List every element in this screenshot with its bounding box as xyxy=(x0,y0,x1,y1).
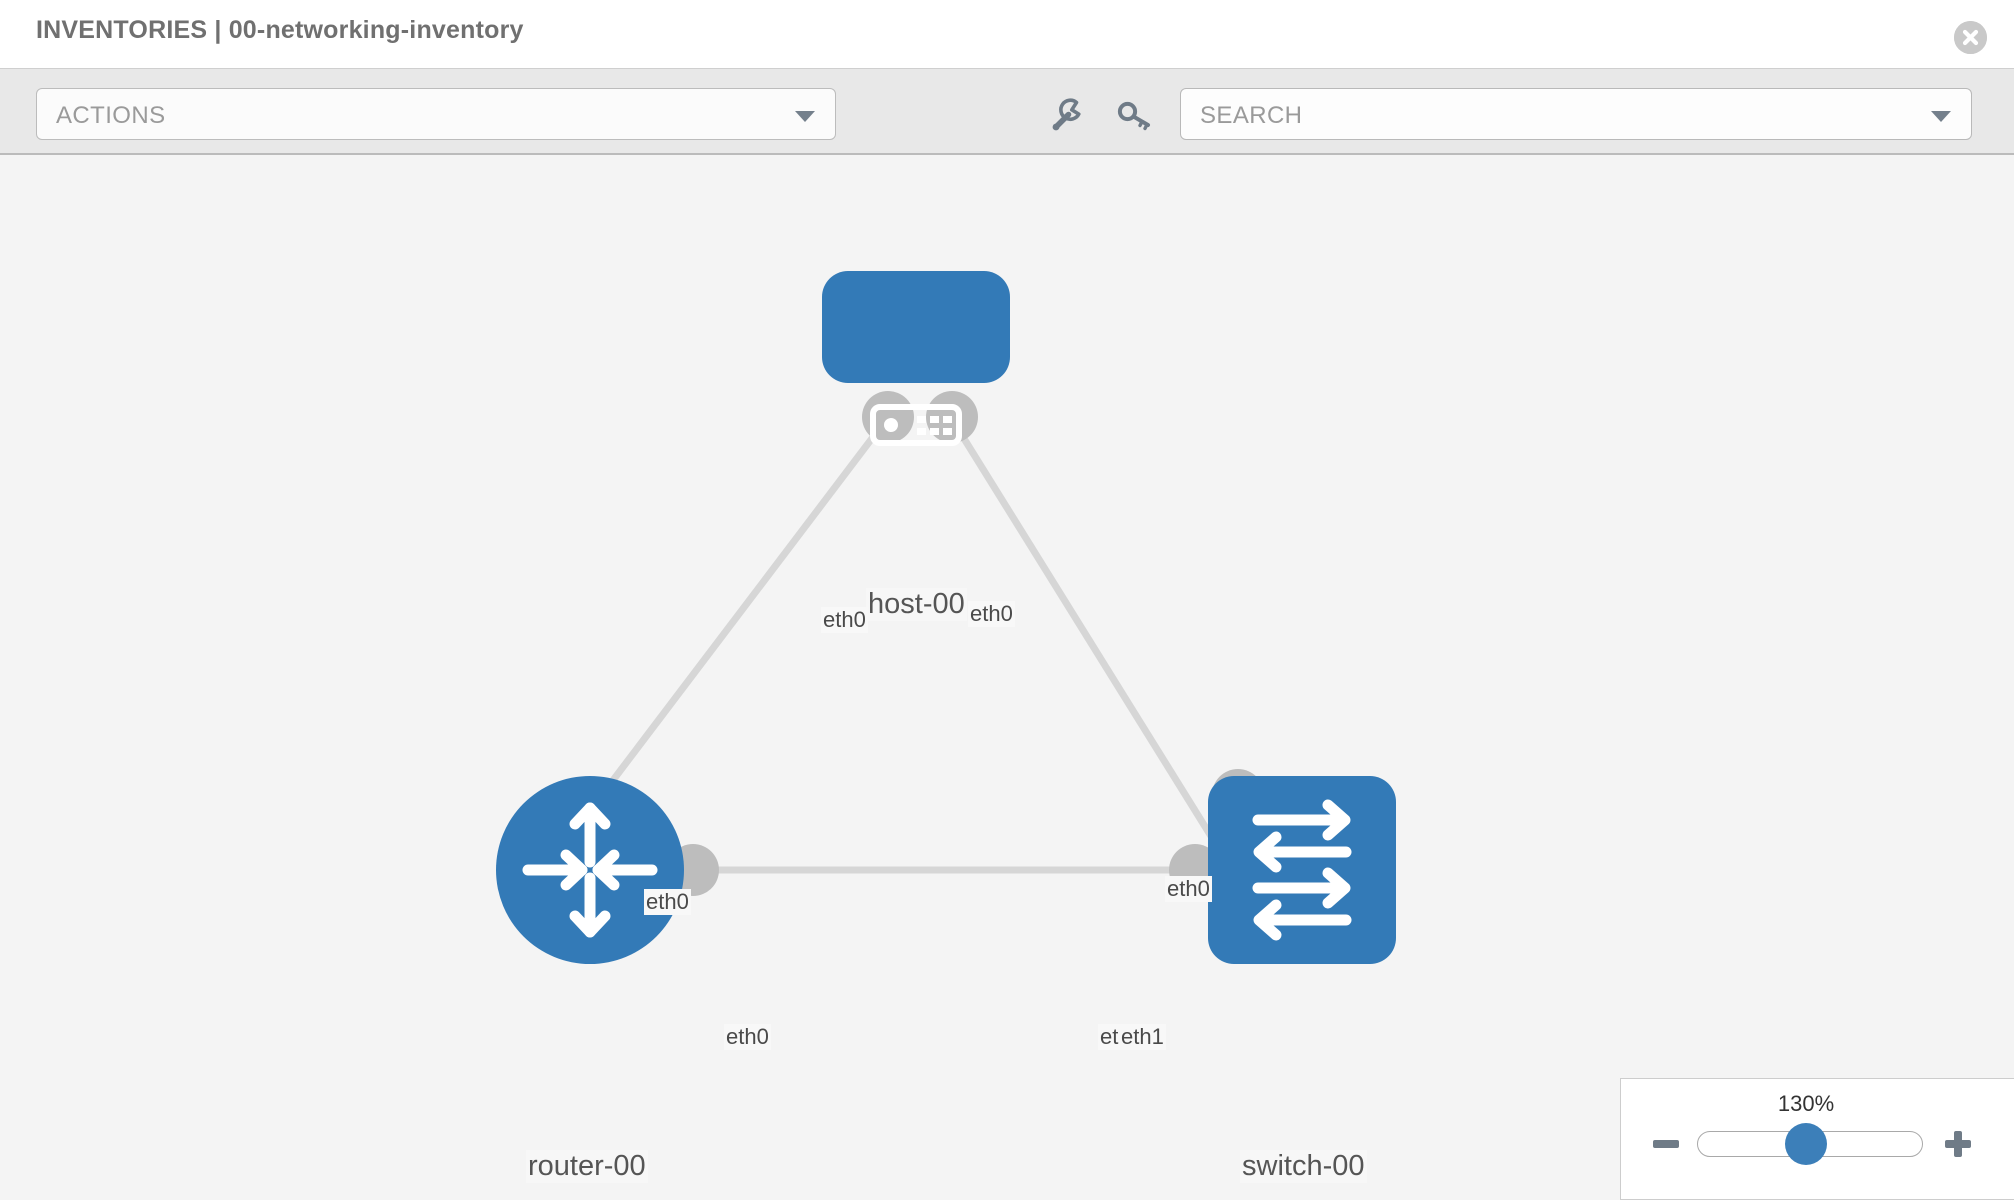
chevron-down-icon xyxy=(795,111,815,122)
search-placeholder: SEARCH xyxy=(1200,102,1303,129)
edge-label-switch-up-eth0: eth0 xyxy=(1165,876,1212,902)
topology-graph xyxy=(496,271,1396,964)
edge-label-switch-left-eth1: eth1 xyxy=(1119,1024,1166,1050)
page-title: INVENTORIES | 00-networking-inventory xyxy=(36,16,524,44)
wrench-icon[interactable] xyxy=(1046,95,1086,135)
plus-icon[interactable] xyxy=(1941,1127,1975,1161)
zoom-control-panel: 130% xyxy=(1620,1078,2014,1200)
page-header: INVENTORIES | 00-networking-inventory xyxy=(0,0,2014,68)
node-router-00[interactable] xyxy=(496,776,684,964)
node-label-host-00: host-00 xyxy=(866,588,967,621)
key-icon[interactable] xyxy=(1114,95,1154,135)
zoom-slider-thumb[interactable] xyxy=(1785,1123,1827,1165)
actions-dropdown[interactable]: ACTIONS xyxy=(36,88,836,140)
router-arrows-icon xyxy=(522,802,658,938)
node-switch-00[interactable] xyxy=(1208,776,1396,964)
edge-label-router-right-eth0: eth0 xyxy=(724,1024,771,1050)
server-icon xyxy=(870,404,962,446)
chevron-down-icon xyxy=(1931,111,1951,122)
topology-canvas[interactable]: host-00 router-00 switch-00 eth0 eth0 et… xyxy=(0,155,2014,1200)
node-host-00[interactable] xyxy=(822,271,1010,446)
edge-label-host-right-eth0: eth0 xyxy=(968,601,1015,627)
edge-label-host-left-eth0: eth0 xyxy=(821,607,868,633)
actions-dropdown-label: ACTIONS xyxy=(56,102,166,129)
edge-host-switch[interactable] xyxy=(942,406,1235,872)
switch-arrows-icon xyxy=(1252,799,1352,941)
edge-label-router-up-eth0: eth0 xyxy=(644,889,691,915)
search-input[interactable]: SEARCH xyxy=(1180,88,1972,140)
close-icon[interactable] xyxy=(1954,21,1987,54)
zoom-level-value: 130% xyxy=(1777,1091,1835,1116)
node-label-router-00: router-00 xyxy=(526,1150,648,1183)
minus-icon[interactable] xyxy=(1649,1127,1683,1161)
toolbar: ACTIONS SEARCH xyxy=(0,68,2014,155)
endpoint-marker xyxy=(862,391,914,443)
node-label-switch-00: switch-00 xyxy=(1240,1150,1367,1183)
